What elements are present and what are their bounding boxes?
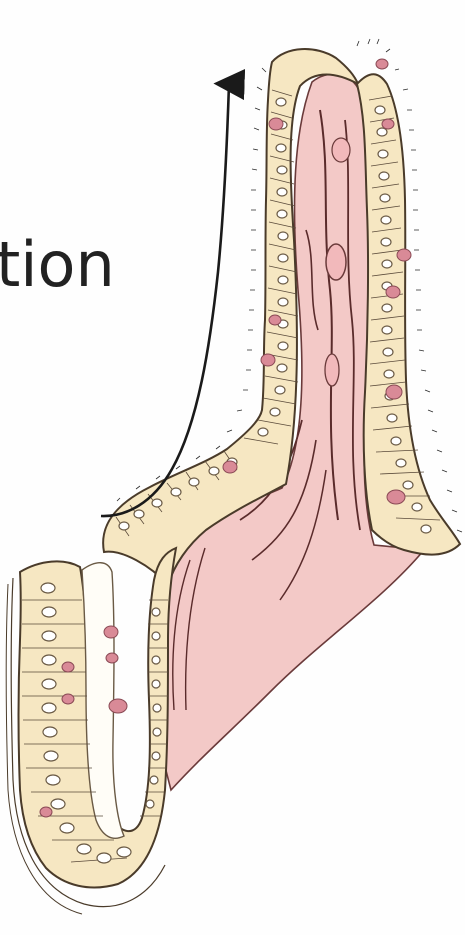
- capillary-1: [326, 244, 346, 280]
- capillary-3: [332, 138, 350, 162]
- capillary-2: [325, 354, 339, 386]
- curved-arrow-up-icon: [101, 84, 229, 516]
